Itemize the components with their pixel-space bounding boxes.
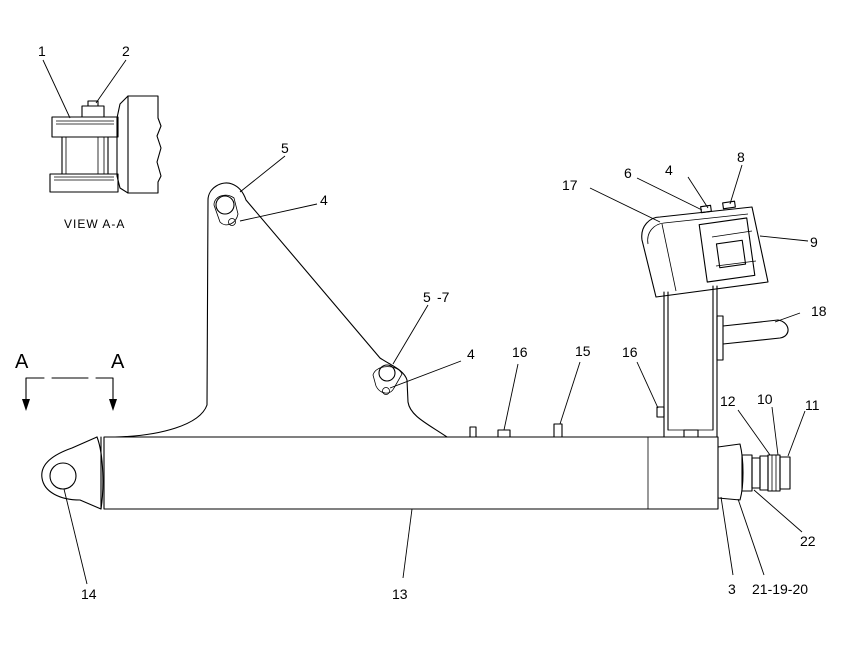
arrow-down-icon: [109, 399, 117, 411]
callout-6: 6: [624, 165, 632, 181]
callout-22: 22: [800, 533, 816, 549]
callout-9: 9: [810, 234, 818, 250]
callout-18: 18: [811, 303, 827, 319]
callout-7: -7: [437, 289, 450, 305]
callout-3: 3: [728, 581, 736, 597]
callout-11: 11: [805, 397, 820, 413]
callout-14: 14: [81, 586, 97, 602]
callout-16-a: 16: [512, 344, 528, 360]
right-bracket: [656, 285, 789, 438]
callout-5-7: 5: [423, 289, 431, 305]
arrow-down-icon: [22, 399, 30, 411]
callout-2: 2: [122, 43, 130, 59]
section-mark-left: A: [15, 351, 29, 373]
callout-13: 13: [392, 586, 408, 602]
callout-8: 8: [737, 149, 745, 165]
view-a-a-detail: [42, 59, 162, 194]
frame-plate: [114, 182, 448, 438]
callout-4-top: 4: [320, 192, 328, 208]
leader-lines: [63, 155, 809, 585]
callout-4-mid: 4: [467, 346, 475, 362]
valve-housing: [641, 200, 769, 298]
section-mark-right: A: [111, 351, 125, 373]
callout-17: 17: [562, 177, 578, 193]
view-a-a-label: VIEW A-A: [64, 217, 125, 231]
callout-4-right: 4: [665, 162, 673, 178]
section-line: [22, 377, 117, 411]
cylinder: [41, 423, 791, 510]
callout-21-19-20: 21-19-20: [752, 581, 808, 597]
callout-16-b: 16: [622, 344, 638, 360]
callout-12: 12: [720, 393, 736, 409]
callout-15: 15: [575, 343, 591, 359]
callout-5-top: 5: [281, 140, 289, 156]
callout-1: 1: [38, 43, 46, 59]
callout-10: 10: [757, 391, 773, 407]
